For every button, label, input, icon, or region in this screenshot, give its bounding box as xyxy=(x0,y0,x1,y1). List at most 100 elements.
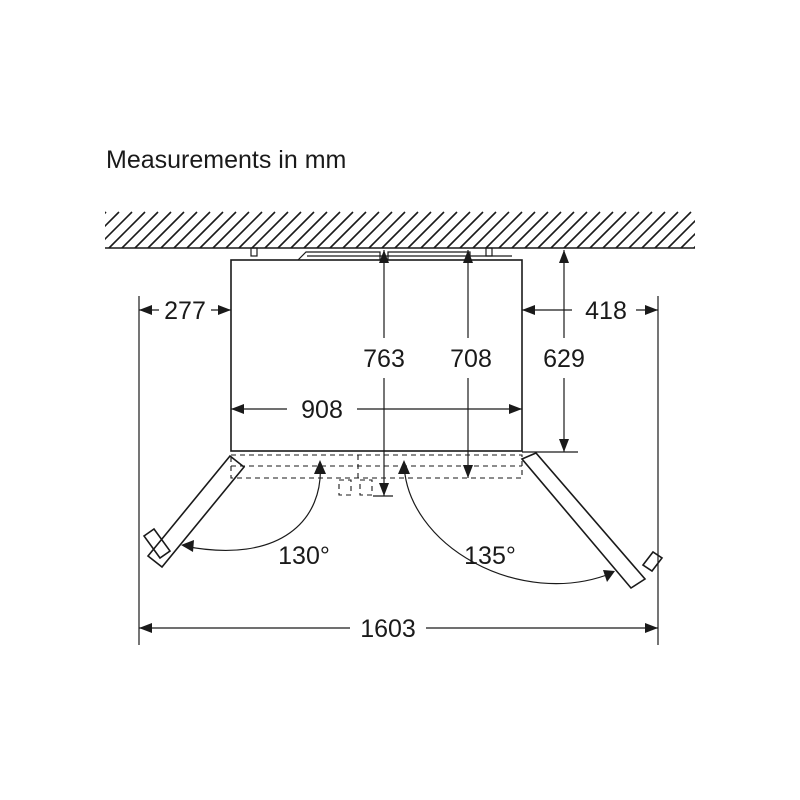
hatch-line xyxy=(498,211,536,249)
hatch-line xyxy=(342,211,380,249)
hatch-line xyxy=(290,211,328,249)
hatch-line xyxy=(420,211,458,249)
left-door-open xyxy=(142,454,246,569)
wall-hatching xyxy=(105,211,769,249)
arrowhead xyxy=(522,305,535,315)
fridge-cabinet xyxy=(230,259,523,452)
hatch-line xyxy=(472,211,510,249)
hatch-line xyxy=(355,211,393,249)
arrowhead xyxy=(139,623,152,633)
fridge-body xyxy=(230,247,523,497)
hatch-line xyxy=(615,211,653,249)
hatch-line xyxy=(303,211,341,249)
arrowhead xyxy=(218,305,231,315)
hatch-line xyxy=(485,211,523,249)
extension-lines xyxy=(138,296,659,645)
wall-spacer-right xyxy=(485,247,493,257)
hatch-line xyxy=(368,211,406,249)
handle-right-dashed xyxy=(359,479,373,496)
label-depth-cabinet: 629 xyxy=(543,345,585,373)
arrowhead xyxy=(379,250,389,263)
hatch-line xyxy=(524,211,562,249)
arrowhead xyxy=(181,540,194,552)
hatch-line xyxy=(693,245,695,249)
hatch-line xyxy=(589,211,627,249)
hatch-line xyxy=(537,211,575,249)
label-left-clearance: 277 xyxy=(164,297,206,325)
arrowhead xyxy=(463,465,473,478)
left-door-panel xyxy=(146,454,246,569)
hatch-line xyxy=(105,211,120,228)
hatch-line xyxy=(667,219,695,249)
right-door-panel xyxy=(520,452,647,590)
hatch-line xyxy=(602,211,640,249)
hatch-line xyxy=(147,211,185,249)
wall-spacer-left xyxy=(250,247,258,257)
right-swing-arc xyxy=(403,461,613,585)
right-door-handle xyxy=(641,550,664,573)
hatch-line xyxy=(576,211,614,249)
hatch-line xyxy=(381,211,419,249)
hatch-line xyxy=(641,211,679,249)
hatch-line xyxy=(433,211,471,249)
arrowhead xyxy=(379,483,389,496)
hatch-line xyxy=(680,232,695,249)
hatch-line xyxy=(563,211,601,249)
hatch-line xyxy=(173,211,211,249)
arrowhead xyxy=(509,404,522,414)
hatch-line xyxy=(407,211,445,249)
hatch-line xyxy=(707,212,743,248)
left-swing-arc xyxy=(183,461,321,551)
arrowhead xyxy=(314,460,326,474)
left-door-handle xyxy=(142,527,172,560)
handle-left-dashed xyxy=(338,479,352,496)
label-right-clearance: 418 xyxy=(585,297,627,325)
hatch-line xyxy=(225,211,263,249)
label-width-doors-open: 1603 xyxy=(360,615,416,643)
hatch-line xyxy=(511,211,549,249)
hatch-line xyxy=(160,211,198,249)
hatch-line xyxy=(316,211,354,249)
label-depth-total: 763 xyxy=(363,345,405,373)
hatch-line xyxy=(394,211,432,249)
arrowhead xyxy=(463,250,473,263)
label-right-door-angle: 135° xyxy=(464,542,516,570)
arrowhead xyxy=(398,460,410,474)
hatch-line xyxy=(251,211,289,249)
hatch-line xyxy=(134,211,172,249)
hatch-line xyxy=(329,211,367,249)
arrowhead xyxy=(645,623,658,633)
label-depth-body: 708 xyxy=(450,345,492,373)
hatch-line xyxy=(238,211,276,249)
hatch-line xyxy=(720,212,756,248)
hatch-line xyxy=(277,211,315,249)
hatch-line xyxy=(186,211,224,249)
hatch-line xyxy=(264,211,302,249)
right-door-open xyxy=(520,452,664,590)
hatch-line xyxy=(199,211,237,249)
hatch-line xyxy=(446,211,484,249)
hatch-line xyxy=(108,211,146,249)
hatch-line xyxy=(459,211,497,249)
label-width-body: 908 xyxy=(301,396,343,424)
label-left-door-angle: 130° xyxy=(278,542,330,570)
hatch-line xyxy=(733,212,769,248)
arrowhead xyxy=(603,570,615,582)
dimension-labels: 277 418 763 708 629 908 1603 130° 135° xyxy=(164,297,627,643)
arrowhead xyxy=(559,250,569,263)
hatch-line xyxy=(550,211,588,249)
dimension-lines xyxy=(139,250,658,633)
hatch-line xyxy=(121,211,159,249)
arrowhead xyxy=(645,305,658,315)
hatch-line xyxy=(654,211,692,249)
hatch-line xyxy=(105,211,107,215)
wall xyxy=(105,211,769,249)
diagram-title: Measurements in mm xyxy=(106,146,347,174)
hatch-line xyxy=(105,211,133,241)
door-swing-arcs xyxy=(181,460,615,585)
arrowhead xyxy=(559,439,569,452)
hatch-line xyxy=(212,211,250,249)
arrowhead xyxy=(139,305,152,315)
hatch-line xyxy=(628,211,666,249)
